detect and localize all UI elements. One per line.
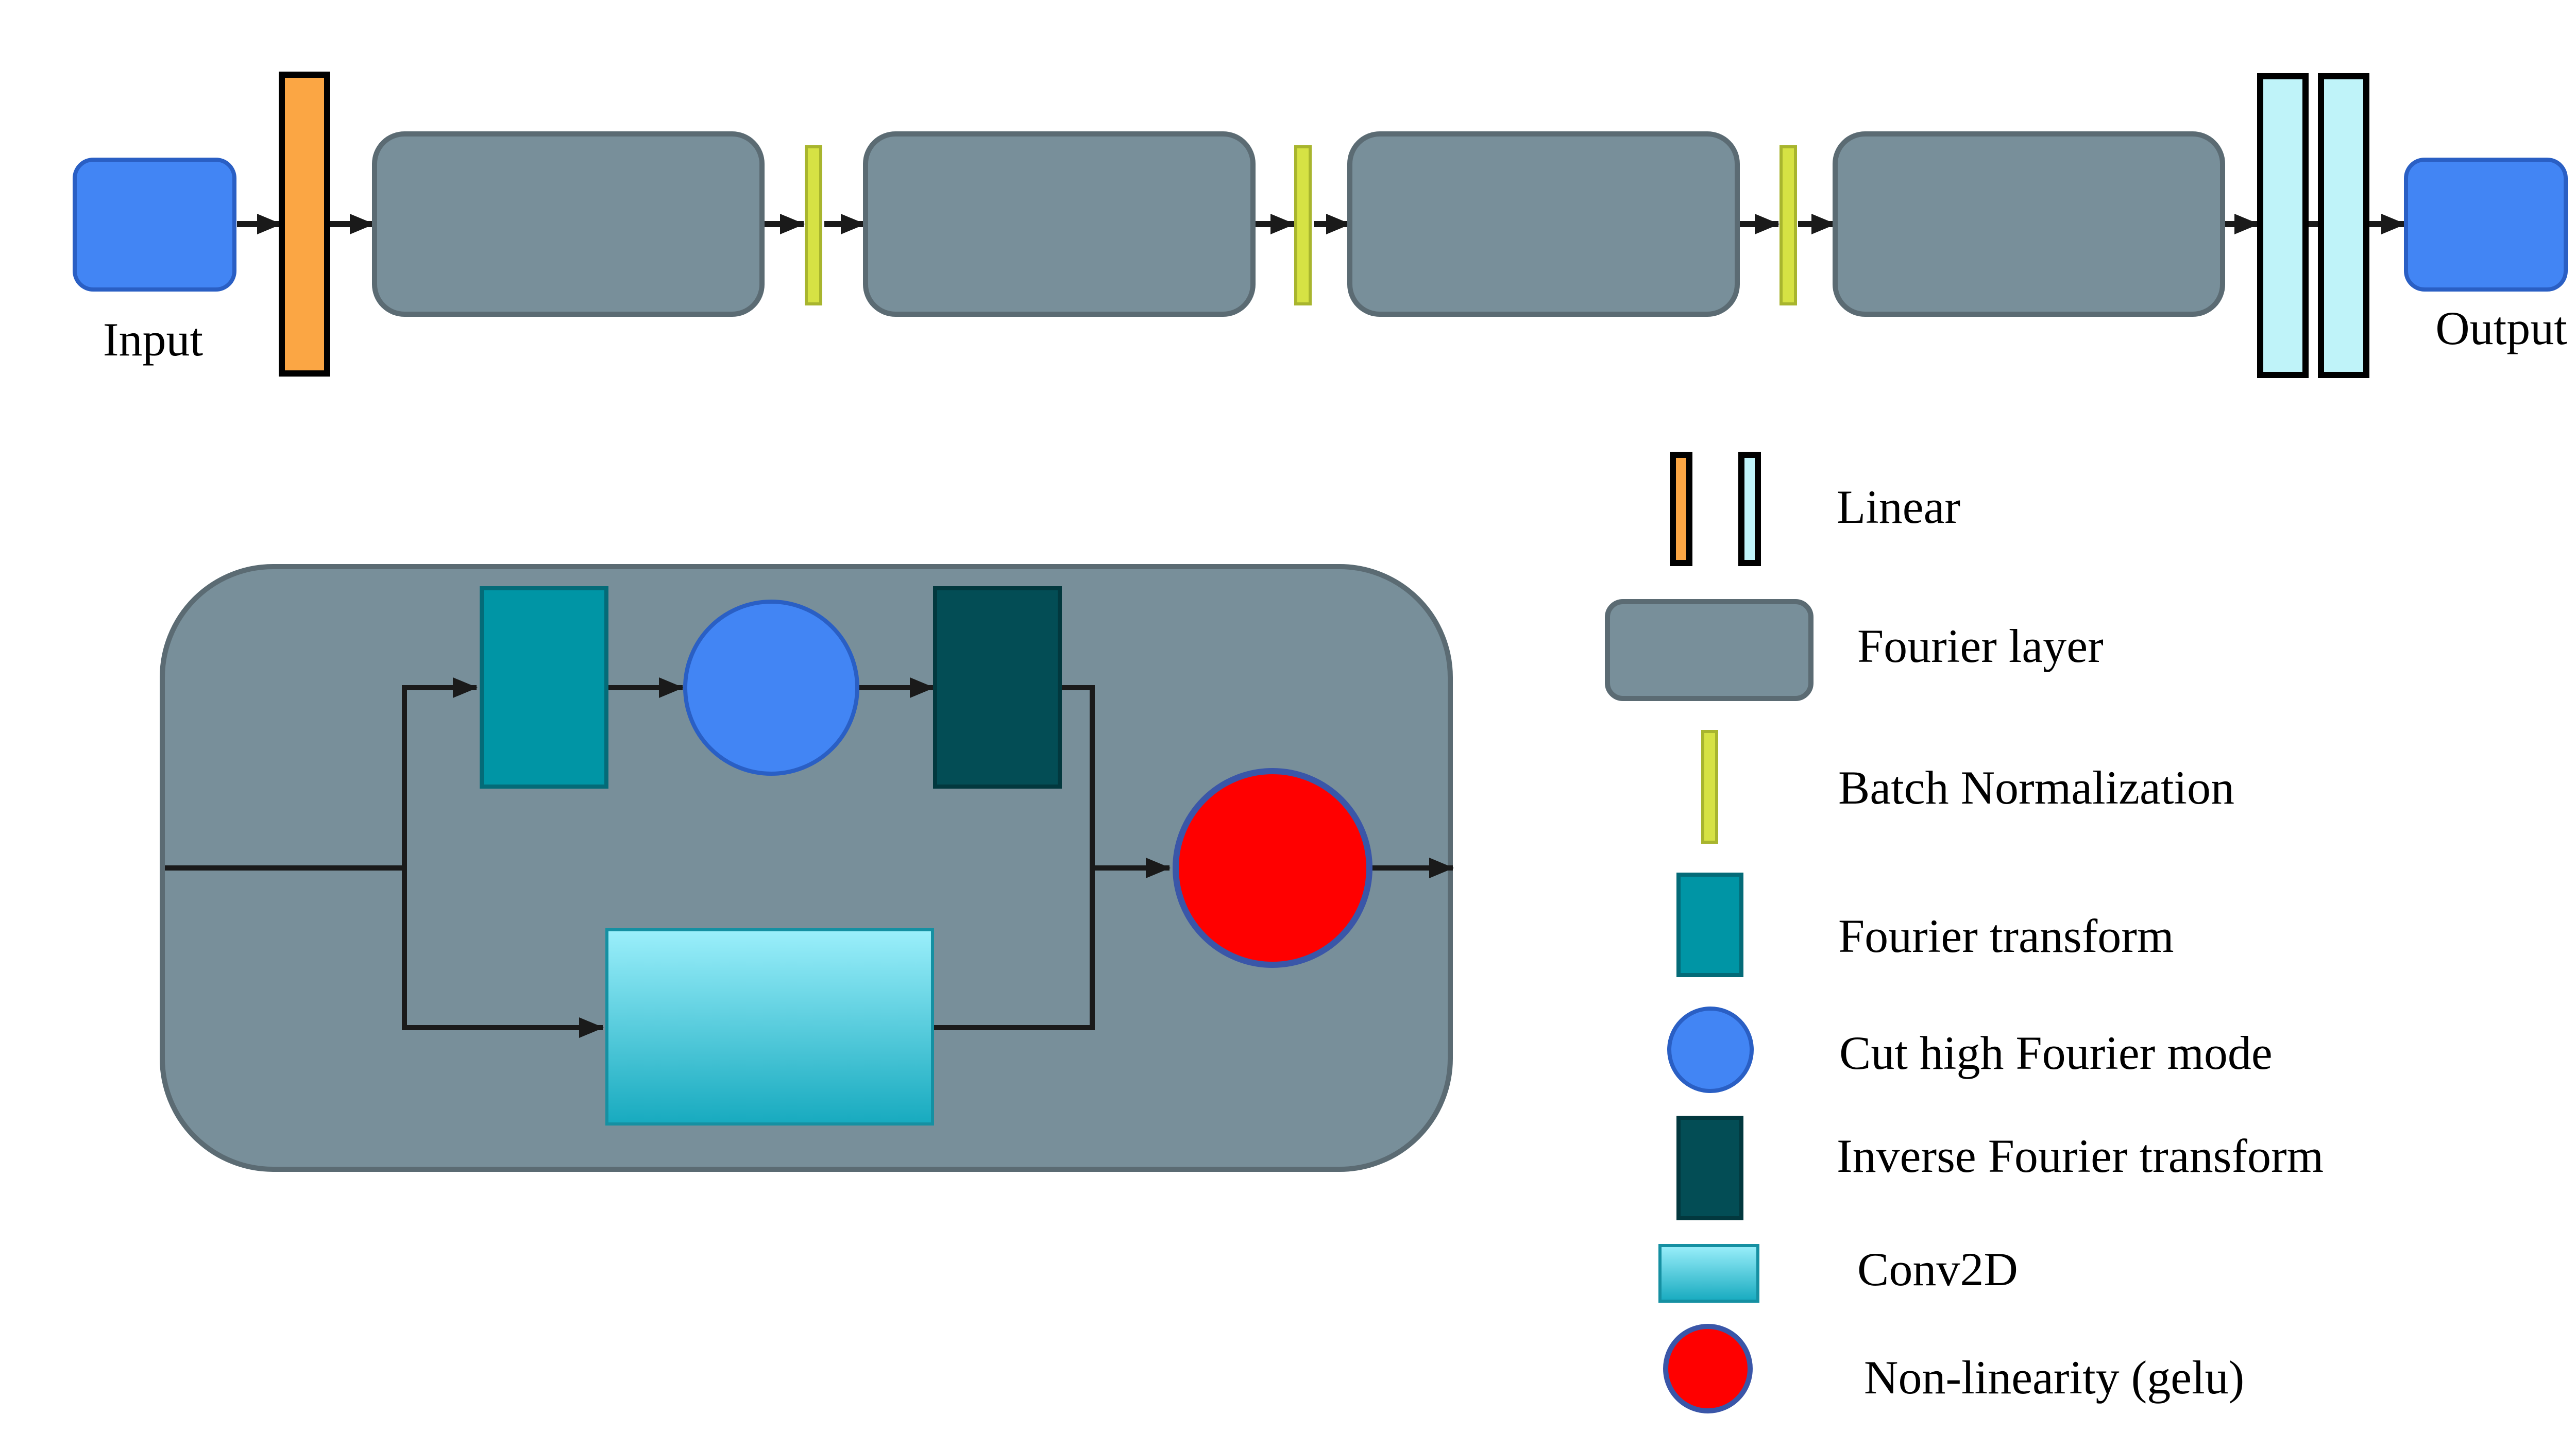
batch-norm-2: [1294, 145, 1312, 305]
detail-connectors: [165, 677, 1454, 1038]
inverse-fourier-transform-block: [933, 586, 1062, 789]
legend-item-cut-modes: Cut high Fourier mode: [1667, 1007, 2273, 1093]
legend-item-linear: Linear: [1670, 452, 1960, 566]
legend-item-inverse-fourier: Inverse Fourier transform: [1676, 1116, 2324, 1220]
legend-item-fourier-layer: Fourier layer: [1605, 599, 2104, 701]
fourier-layer-detail: [160, 564, 1454, 1172]
gelu-nonlinearity-circle: [1173, 768, 1372, 968]
fourier-layer-2: [863, 131, 1256, 317]
legend-batch-norm-swatch: [1701, 730, 1718, 844]
linear-projection-layer-1: [2257, 73, 2309, 378]
detail-branch-conv: [402, 868, 604, 1038]
pipeline: Input Output: [73, 72, 2568, 378]
cut-high-modes-circle: [683, 600, 859, 776]
fourier-layer-4: [1833, 131, 2225, 317]
fourier-layer-1: [372, 131, 765, 317]
fourier-transform-block: [480, 586, 608, 789]
legend-item-fourier-transform: Fourier transform: [1676, 873, 2174, 977]
linear-lifting-layer: [279, 72, 330, 377]
legend-inverse-fourier-swatch: [1676, 1116, 1743, 1220]
linear-projection-layer-2: [2318, 73, 2369, 378]
legend-item-nonlinearity: Non-linearity (gelu): [1663, 1324, 2244, 1413]
legend-batch-norm-label: Batch Normalization: [1838, 761, 2234, 814]
detail-merge-line: [934, 685, 1095, 1030]
legend-nonlinearity-label: Non-linearity (gelu): [1864, 1351, 2244, 1404]
legend-inverse-fourier-label: Inverse Fourier transform: [1837, 1130, 2324, 1182]
legend-cut-modes-label: Cut high Fourier mode: [1839, 1027, 2273, 1079]
legend-conv2d-swatch: [1658, 1244, 1759, 1303]
legend-linear-label: Linear: [1837, 481, 1960, 533]
legend-fourier-transform-label: Fourier transform: [1838, 910, 2174, 962]
fourier-layer-3: [1347, 131, 1740, 317]
legend-cut-modes-swatch: [1667, 1007, 1754, 1093]
input-label: Input: [103, 313, 204, 366]
legend-nonlinearity-swatch: [1663, 1324, 1753, 1413]
batch-norm-1: [805, 145, 822, 305]
legend-fourier-layer-label: Fourier layer: [1857, 620, 2104, 672]
detail-branch-spectral: [402, 677, 478, 868]
output-block: [2404, 158, 2568, 292]
batch-norm-3: [1780, 145, 1797, 305]
legend-fourier-transform-swatch: [1676, 873, 1743, 977]
legend-linear-orange-swatch: [1670, 452, 1692, 566]
legend-fourier-layer-swatch: [1605, 599, 1814, 701]
input-block: [73, 158, 236, 292]
conv2d-block: [605, 928, 934, 1126]
legend-linear-cyan-swatch: [1738, 452, 1761, 566]
legend-conv2d-label: Conv2D: [1857, 1243, 2018, 1295]
output-label: Output: [2435, 302, 2567, 354]
legend-item-batch-norm: Batch Normalization: [1701, 730, 2234, 844]
legend: Linear Fourier layer Batch Normalization…: [1605, 452, 2324, 1413]
legend-item-conv2d: Conv2D: [1658, 1243, 2018, 1303]
